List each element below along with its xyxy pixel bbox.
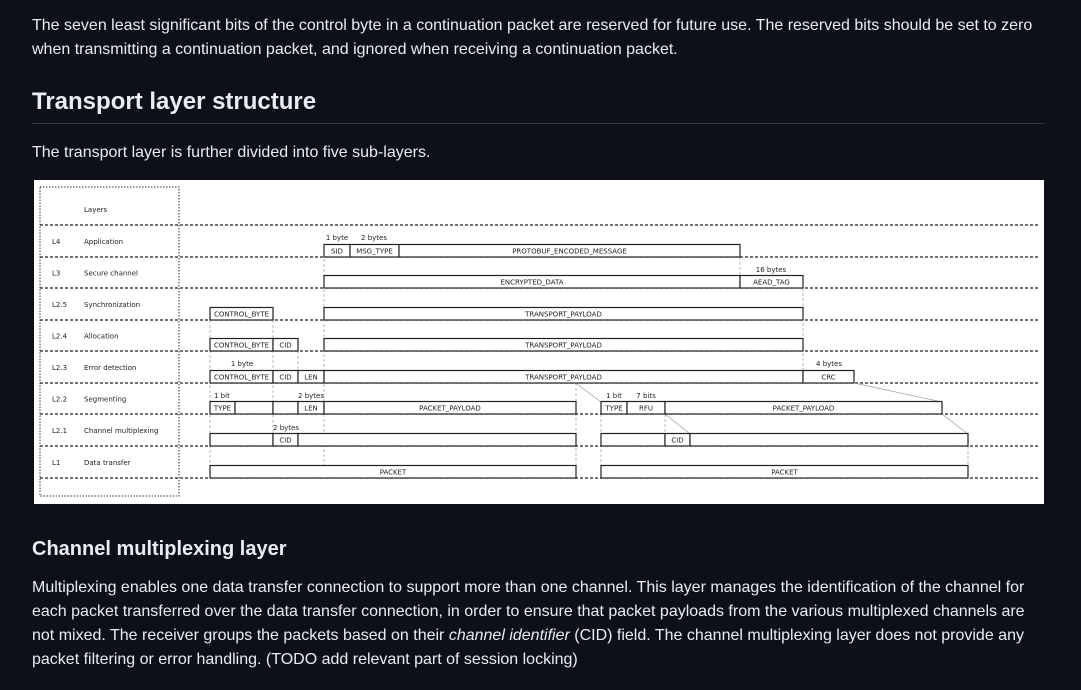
packet-field-label: PACKET_PAYLOAD [773,405,835,413]
layer-id: L2.5 [52,301,67,309]
layer-name: Segmenting [84,396,126,404]
size-annotation: 16 bytes [756,266,787,274]
packet-field-box [664,400,943,415]
packet-field-label: CONTROL_BYTE [214,342,269,350]
size-annotation: 4 bytes [816,360,842,368]
packet-field-box [802,369,855,384]
layer-id: L4 [52,238,61,246]
size-annotation: 2 bytes [298,392,324,400]
packet-field-label: TYPE [604,405,622,413]
layers-header: Layers [84,206,108,214]
expansion-line [853,382,943,403]
packet-field-label: MSG_TYPE [356,248,393,256]
packet-field-label: LEN [304,374,318,382]
size-annotation: 2 bytes [273,424,299,432]
packet-field-box [323,400,577,415]
packet-field-box [209,306,274,321]
layers-frame [39,186,180,497]
layer-name: Synchronization [84,301,140,309]
packet-field-box [600,464,969,479]
packet-field-label: TRANSPORT_PAYLOAD [524,374,602,382]
packet-field-label: RFU [639,405,653,413]
expansion-line [576,383,602,403]
channel-identifier-term: channel identifier [448,627,570,644]
section-heading: Transport layer structure [32,86,1044,124]
layer-id: L1 [52,459,60,467]
packet-field-box [323,306,804,321]
packet-field-label: CONTROL_BYTE [214,311,269,319]
layer-id: L2.3 [52,364,67,372]
packet-field-box [234,400,274,415]
packet-field-label: ENCRYPTED_DATA [500,279,563,287]
paragraph-text: Multiplexing enables one data transfer c… [32,579,1025,644]
size-annotation: 1 byte [231,360,253,368]
packet-field-box [689,432,969,447]
packet-field-label: TRANSPORT_PAYLOAD [524,342,602,350]
size-annotation: 1 bit [606,392,622,400]
paragraph-text: (CID) field. The channel multiplexing la… [32,627,1024,668]
packet-field-label: CID [279,374,291,382]
packet-field-label: PROTOBUF_ENCODED_MESSAGE [512,248,627,256]
layer-name: Channel multiplexing [84,427,158,435]
packet-field-label: LEN [304,405,318,413]
layer-name: Secure channel [84,270,138,278]
size-annotation: 1 byte [326,234,348,242]
layer-id: L2.1 [52,427,67,435]
size-annotation: 1 bit [214,392,230,400]
packet-field-label: TRANSPORT_PAYLOAD [524,311,602,319]
packet-field-label: CONTROL_BYTE [214,374,269,382]
size-annotation: 2 bytes [361,234,387,242]
packet-field-label: CRC [821,374,835,382]
packet-field-label: PACKET [771,469,798,477]
intro-paragraph: The seven least significant bits of the … [32,17,1033,58]
layer-name: Allocation [84,333,119,341]
packet-field-box [739,274,804,289]
layer-id: L2.4 [52,333,68,341]
packet-field-box [272,337,299,352]
layer-name: Application [84,238,123,246]
packet-field-label: CID [279,437,291,445]
size-annotation: 7 bits [636,392,656,400]
packet-field-box [398,243,741,258]
expansion-line [664,413,691,435]
packet-field-label: PACKET_PAYLOAD [419,405,481,413]
subsection-heading: Channel multiplexing layer [32,538,287,560]
layer-name: Error detection [84,364,136,372]
packet-field-label: PACKET [380,469,407,477]
packet-field-box [272,400,299,415]
packet-field-box [209,464,577,479]
packet-field-box [323,337,804,352]
subsection-paragraph: Multiplexing enables one data transfer c… [32,576,1044,672]
packet-field-box [209,432,274,447]
packet-field-label: AEAD_TAG [753,279,790,287]
packet-field-label: CID [279,342,291,350]
layer-id: L3 [52,270,60,278]
expansion-line [941,413,969,435]
section-intro: The transport layer is further divided i… [32,144,431,161]
packet-field-box [600,432,666,447]
layer-id: L2.2 [52,396,67,404]
layer-name: Data transfer [84,459,131,467]
packet-field-label: TYPE [213,405,231,413]
packet-field-label: SID [331,248,343,256]
packet-field-box [297,432,577,447]
packet-field-label: CID [671,437,683,445]
